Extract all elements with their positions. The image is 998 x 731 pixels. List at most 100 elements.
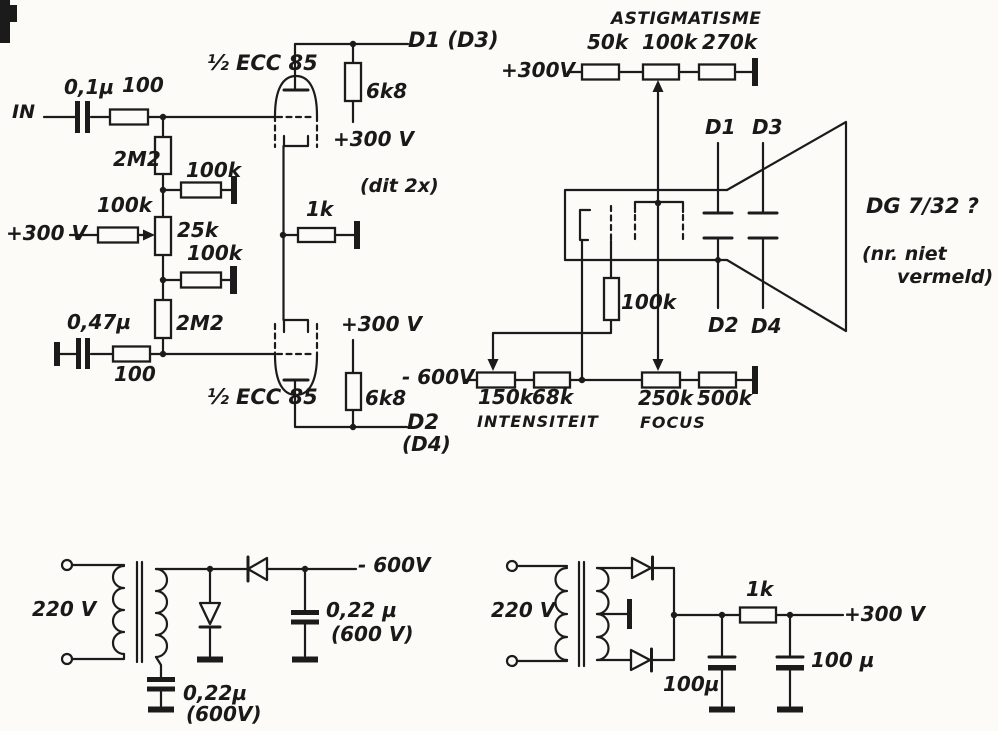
label-supply-300-top: +300 V <box>333 127 415 151</box>
mains-terminal <box>505 654 519 668</box>
potentiometer-25k <box>153 215 173 257</box>
label-res-100k-bleed-bottom: 100k <box>187 241 244 265</box>
resistor-2M2-bottom <box>153 298 173 340</box>
capacitor-0.1u-plate <box>75 101 80 133</box>
section-psu-pos300: 220 V 1k +300 V 100µ 100 µ <box>491 555 926 713</box>
resistor-100k-bleed-top <box>179 181 223 199</box>
junction <box>159 276 167 284</box>
label-output-d2: D2 <box>407 410 439 434</box>
label-pot-150k: 150k <box>478 385 535 409</box>
label-output-d1: D1 (D3) <box>408 28 499 52</box>
ground-bar <box>230 266 237 294</box>
anode-plates <box>282 88 310 382</box>
label-cap-0.1u: 0,1µ <box>64 75 114 99</box>
label-res-68k: 68k <box>532 385 575 409</box>
label-astig-title: ASTIGMATISME <box>609 9 761 29</box>
label-cap1: 0,22 µ <box>326 598 397 622</box>
wires <box>515 564 845 708</box>
transformer-primary <box>554 566 569 662</box>
junction <box>159 186 167 194</box>
label-res-50k: 50k <box>587 30 630 54</box>
label-cap-0.47u: 0,47µ <box>67 310 131 334</box>
tube-dashed-glass <box>273 114 319 357</box>
ground-bar <box>709 706 735 713</box>
junction <box>670 611 678 619</box>
label-plate-d4: D4 <box>751 314 782 338</box>
cathode-cups <box>282 134 310 334</box>
potentiometer-150k <box>475 371 517 389</box>
resistor-270k <box>697 63 737 81</box>
label-pot-25k: 25k <box>177 218 220 242</box>
input-terminal-bar <box>54 342 60 366</box>
label-mains: 220 V <box>491 598 557 622</box>
scan-artifact <box>0 5 17 22</box>
triode-envelope-top <box>273 74 319 118</box>
resistor-6k8-bottom <box>344 371 363 412</box>
capacitor-0.47u-plate <box>76 338 81 369</box>
label-output-d4: (D4) <box>402 432 451 456</box>
label-tube-top: ½ ECC 85 <box>207 51 318 75</box>
label-tube-bottom: ½ ECC 85 <box>207 385 318 409</box>
label-res-2M2-bottom: 2M2 <box>176 311 224 335</box>
capacitor-plate <box>291 619 319 625</box>
label-supply-neg600: - 600V <box>402 365 476 389</box>
potentiometer-250k <box>640 371 682 389</box>
resistor-50k <box>580 63 621 81</box>
resistor-500k <box>697 371 738 389</box>
junction <box>578 376 586 384</box>
ground-bar <box>197 656 223 663</box>
label-focus: FOCUS <box>640 413 706 432</box>
label-supply-300-bottom: +300 V <box>341 312 423 336</box>
ground-bar <box>777 706 803 713</box>
label-plate-d1: D1 <box>705 115 736 139</box>
ground-bar <box>148 706 174 713</box>
resistor-100k-bleed-bottom <box>179 271 223 289</box>
label-out-neg600: - 600V <box>358 553 432 577</box>
section-vertical-amplifier: IN 0,1µ 100 2M2 100k +300 V 100k 25k 100… <box>6 28 499 456</box>
label-res-100k-grid: 100k <box>621 290 678 314</box>
junction <box>786 611 794 619</box>
diode-shunt <box>198 601 222 626</box>
capacitor-plate <box>291 610 319 615</box>
label-plate-d2: D2 <box>708 313 739 337</box>
resistor-2M2-top <box>153 135 173 176</box>
junction <box>206 565 214 573</box>
label-res-6k8-bottom: 6k8 <box>365 386 406 410</box>
mains-terminal <box>505 559 519 573</box>
label-crt-type: DG 7/32 ? <box>866 194 979 218</box>
resistor-100-bottom <box>111 345 152 363</box>
label-mains: 220 V <box>32 597 98 621</box>
resistor-68k <box>532 371 572 389</box>
crt-cathode-hook <box>578 208 592 242</box>
capacitor-0.47u-plate <box>85 338 90 369</box>
ground-bar <box>752 366 758 394</box>
diode-bottom <box>629 648 652 672</box>
junction <box>301 565 309 573</box>
capacitor-plate <box>147 686 175 692</box>
deflection-plates <box>702 211 779 240</box>
label-res-100k-bleed-top: 100k <box>186 158 243 182</box>
label-res-270k: 270k <box>702 30 759 54</box>
potentiometer-100k-astig <box>641 63 681 81</box>
capacitor-0.1u-plate <box>85 101 90 133</box>
label-input: IN <box>12 101 35 123</box>
junction <box>159 350 167 358</box>
label-supply-300-astig: +300V <box>501 58 577 82</box>
label-out-pos300: +300 V <box>844 602 926 626</box>
ground-bar <box>231 176 237 204</box>
label-crt-note1: (nr. niet <box>862 243 948 265</box>
resistor-100k-grid <box>602 276 621 322</box>
resistor-100k-feed <box>96 226 140 244</box>
capacitor-plate <box>147 677 175 682</box>
label-res-500k: 500k <box>697 386 754 410</box>
ground-bar <box>292 656 318 663</box>
label-res-1k: 1k <box>306 197 335 221</box>
triode-envelope-bottom <box>273 353 319 397</box>
junction <box>349 40 357 48</box>
wiper-arrow-up <box>652 80 664 92</box>
label-res-6k8-top: 6k8 <box>366 79 407 103</box>
capacitor-plate <box>776 665 804 671</box>
transformer-secondary <box>154 567 169 659</box>
